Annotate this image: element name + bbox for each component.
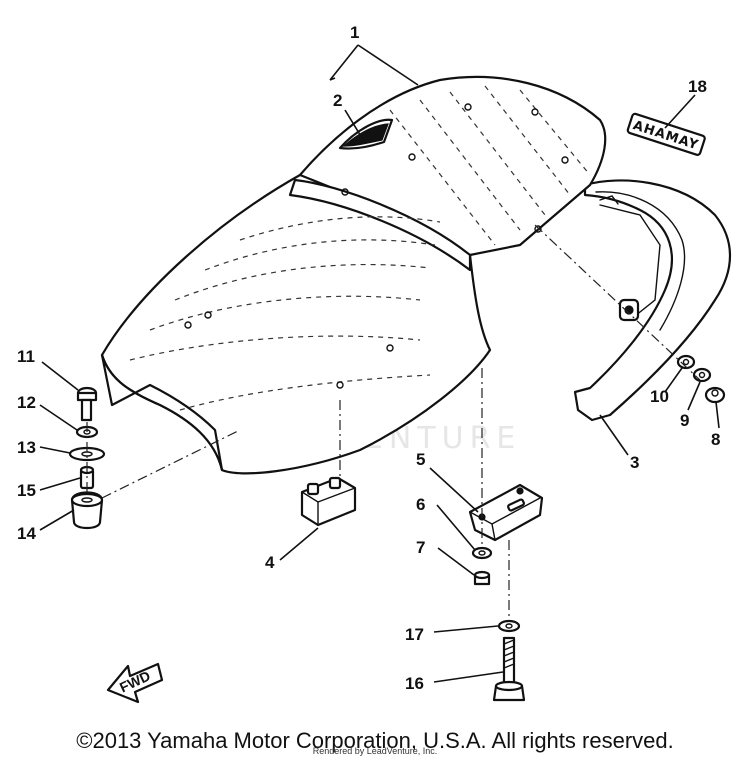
callout-5: 5 <box>416 450 425 469</box>
washer-10-part <box>676 354 696 370</box>
nut-8-part <box>704 386 726 404</box>
damper-part <box>300 476 357 527</box>
callout-4: 4 <box>265 553 275 572</box>
seat-assembly-part <box>100 75 607 475</box>
leader-13 <box>39 446 71 454</box>
leader-11 <box>41 361 79 391</box>
callout-15: 15 <box>17 481 36 500</box>
assembly-line-grommet <box>101 429 241 499</box>
callout-6: 6 <box>416 495 425 514</box>
washer-9-part <box>692 367 712 383</box>
leader-6 <box>436 504 476 551</box>
callout-12: 12 <box>17 393 36 412</box>
bracket-part <box>468 483 544 542</box>
callout-7: 7 <box>416 538 425 557</box>
leader-3 <box>599 414 629 456</box>
emblem-part: AHAMAY <box>626 112 706 156</box>
callout-11: 11 <box>17 347 35 366</box>
callout-8: 8 <box>711 430 720 449</box>
leader-17 <box>433 625 499 633</box>
washer-6-part <box>471 546 493 560</box>
callout-16: 16 <box>405 674 424 693</box>
leader-18 <box>664 94 696 129</box>
leader-16 <box>433 671 504 683</box>
leader-2 <box>344 109 363 139</box>
leader-15 <box>39 477 81 491</box>
grommet-14-part <box>70 491 104 530</box>
leader-14 <box>39 509 75 531</box>
leader-9 <box>687 381 701 411</box>
leader-4 <box>279 527 319 561</box>
rendered-by-text: Rendered by LeadVenture, Inc. <box>312 746 438 756</box>
nut-7-part <box>473 570 491 586</box>
leader-1 <box>329 44 419 86</box>
callout-13: 13 <box>17 438 36 457</box>
leader-7 <box>437 547 475 576</box>
leader-8 <box>715 401 720 429</box>
leader-5 <box>429 467 479 513</box>
bolt-16-part <box>492 636 526 702</box>
callout-17: 17 <box>405 625 424 644</box>
callout-9: 9 <box>680 411 689 430</box>
bolt-11-part <box>76 386 98 422</box>
callout-3: 3 <box>630 453 639 472</box>
callout-1: 1 <box>350 23 359 42</box>
assembly-line-rear <box>534 224 701 381</box>
callout-14: 14 <box>17 524 36 543</box>
callout-18: 18 <box>688 77 707 96</box>
callout-10: 10 <box>650 387 669 406</box>
callout-2: 2 <box>333 91 342 110</box>
fwd-arrow-icon: FWD <box>106 662 164 704</box>
nut-17-part <box>497 619 521 633</box>
tail-cover-part <box>573 179 732 422</box>
copyright-text: ©2013 Yamaha Motor Corporation, U.S.A. A… <box>76 728 674 753</box>
leader-10 <box>664 367 683 393</box>
leader-12 <box>39 404 78 431</box>
